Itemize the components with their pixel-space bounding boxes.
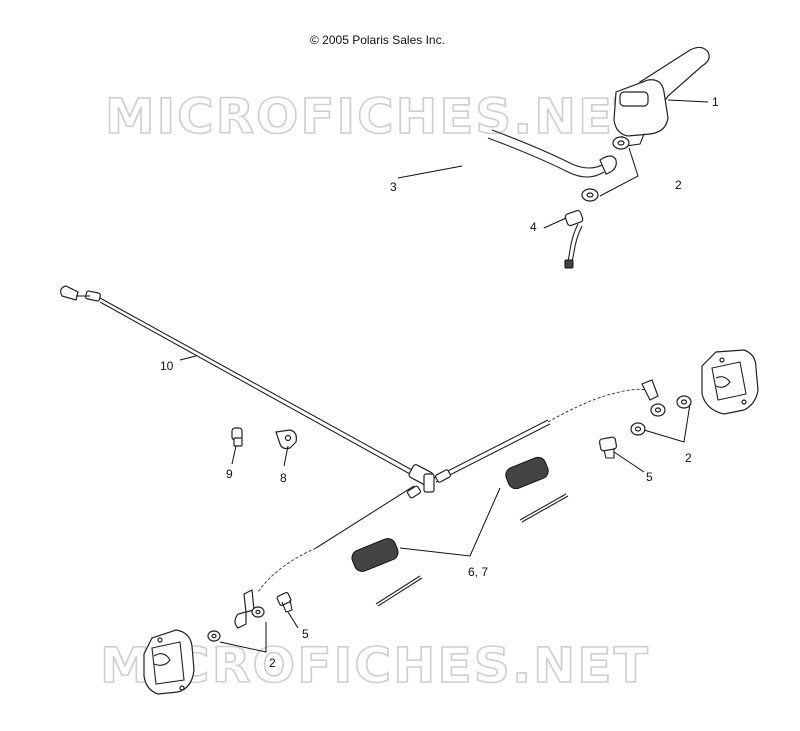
leader-2-bottom — [219, 622, 267, 653]
caliper-right — [701, 349, 759, 415]
banjo-fitting-right — [641, 379, 666, 417]
callout-4: 4 — [530, 220, 537, 234]
copyright-text: © 2005 Polaris Sales Inc. — [310, 33, 445, 47]
washer-left-b — [207, 630, 221, 642]
watermark-top: MICROFICHES.NET — [105, 89, 650, 145]
leader-9 — [231, 445, 237, 465]
grip-lower — [351, 538, 399, 572]
callout-8: 8 — [280, 471, 287, 485]
banjo-fitting-left — [234, 589, 255, 629]
leader-6-7 — [399, 487, 501, 557]
leader-8 — [283, 445, 289, 467]
banjo-bolt-left — [276, 591, 293, 613]
callout-5-left: 5 — [302, 627, 309, 641]
hose-right — [547, 388, 649, 423]
callout-2-right: 2 — [685, 451, 692, 465]
callout-6-7: 6, 7 — [468, 565, 488, 579]
leader-2-top — [599, 147, 639, 197]
leader-4 — [543, 217, 567, 229]
brake-lever-assembly — [613, 46, 710, 147]
leader-5-right — [613, 451, 645, 473]
washer-top-a — [612, 136, 630, 150]
pin-lower — [375, 575, 421, 605]
pin-upper — [519, 493, 567, 521]
bleeder-screw — [231, 427, 243, 447]
line-clamp — [275, 429, 297, 450]
leader-5-left — [287, 611, 299, 629]
hose-left — [257, 547, 317, 593]
washer-right-a — [676, 395, 692, 409]
callout-2-top: 2 — [675, 178, 682, 192]
leader-3 — [397, 165, 463, 179]
callout-1: 1 — [712, 95, 719, 109]
banjo-bolt-right — [598, 436, 618, 459]
brake-light-switch — [564, 209, 584, 269]
leader-1 — [667, 99, 709, 103]
washer-right-b — [630, 422, 646, 436]
callout-2-bottom: 2 — [269, 656, 276, 670]
callout-5-right: 5 — [646, 470, 653, 484]
callout-3: 3 — [390, 180, 397, 194]
washer-top-b — [581, 188, 599, 202]
caliper-left — [143, 629, 195, 695]
callout-9: 9 — [226, 467, 233, 481]
leader-10 — [179, 355, 197, 361]
brake-line-long — [60, 285, 551, 549]
brake-hose-short — [487, 129, 617, 178]
leader-2-right — [643, 403, 691, 443]
washer-left-a — [251, 606, 265, 618]
grip-upper — [505, 456, 549, 490]
callout-10: 10 — [160, 359, 174, 373]
